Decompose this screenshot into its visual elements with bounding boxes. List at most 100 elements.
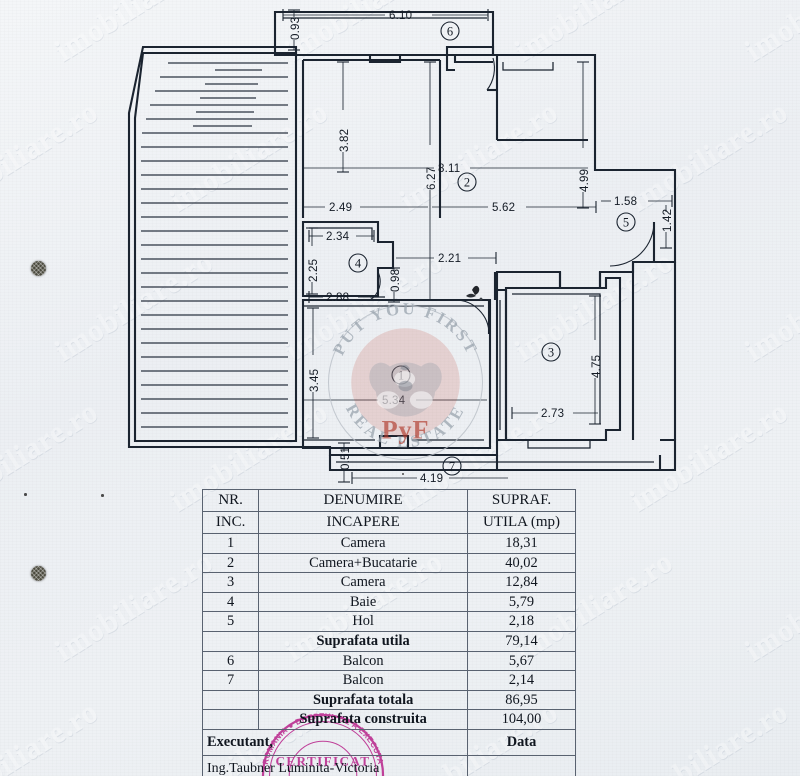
- table-row: 5 Hol 2,18: [201, 611, 576, 632]
- room2-doorjamb: [445, 55, 455, 72]
- room3-window: [527, 440, 591, 449]
- dim-label-2-49: 2.49: [329, 202, 352, 214]
- room-marker-4: 4: [348, 253, 368, 273]
- room2-right-walls: [495, 55, 588, 142]
- table-row: 2 Camera+Bucatarie 40,02: [201, 552, 576, 574]
- balcony-7-outline: [328, 455, 662, 472]
- table-header-row-1: NR. DENUMIRE SUPRAF.: [201, 489, 576, 512]
- header-denumire-line1: DENUMIRE: [258, 489, 468, 512]
- header-nr-line1: NR.: [201, 489, 260, 512]
- executant-label: Executant,: [202, 728, 468, 756]
- table-header-row-2: INC. INCAPERE UTILA (mp): [201, 511, 576, 534]
- row-nr: 1: [201, 533, 260, 554]
- room-marker-2: 2: [457, 172, 477, 192]
- table-row: 4 Baie 5,79: [201, 591, 576, 613]
- dim-label-2-25: 2.25: [308, 259, 320, 282]
- row-area: 12,84: [467, 572, 576, 593]
- row-nr: [201, 689, 260, 711]
- table-row-subtotal-utila: Suprafata utila 79,14: [201, 630, 576, 652]
- dim-0-98: 0.98: [388, 267, 402, 303]
- data-value: [467, 754, 576, 776]
- row-nr: [201, 630, 260, 652]
- paper-speck-c: [402, 473, 404, 475]
- room2-window-top: [453, 55, 493, 64]
- row-nr: 5: [201, 611, 260, 632]
- paper-speck-a: [24, 493, 27, 496]
- row-area: 86,95: [467, 689, 576, 711]
- row-nr: 7: [201, 670, 260, 691]
- dim-label-0-51: 0.51: [340, 447, 352, 470]
- row-nr: 4: [201, 591, 260, 613]
- paper-speck-b: [101, 494, 104, 497]
- row-name: Hol: [258, 611, 468, 632]
- door-arc-room1: [454, 299, 490, 335]
- room-marker-2-label: 2: [464, 176, 470, 190]
- dim-2-21: 2.21: [396, 252, 497, 265]
- door-arc-room2: [486, 57, 495, 91]
- dim-1-42: 1.42: [660, 205, 674, 249]
- header-supraf-line1: SUPRAF.: [467, 489, 576, 512]
- punch-hole-top: [31, 261, 46, 276]
- dim-label-8-11: 8.11: [438, 163, 460, 175]
- dim-label-6-10: 6.10: [389, 10, 412, 22]
- dim-label-0-93: 0.93: [290, 17, 302, 40]
- room-marker-7-label: 7: [449, 460, 455, 474]
- room-1-walls: [301, 298, 492, 450]
- room-2-walls: [301, 58, 442, 218]
- row-nr: 3: [201, 572, 260, 593]
- door-arc-baie: [369, 271, 381, 301]
- room-marker-1: 1: [391, 365, 411, 385]
- room-schedule-table: NR. DENUMIRE SUPRAF. INC. INCAPERE UTILA…: [201, 489, 576, 776]
- dim-label-1-58: 1.58: [614, 196, 637, 208]
- row-name: Camera: [258, 572, 468, 593]
- dim-label-5-34: 5.34: [382, 395, 406, 407]
- dim-label-2-88: 2.88: [326, 292, 349, 304]
- dim-label-2-21: 2.21: [438, 253, 461, 265]
- header-incapere-line2: INCAPERE: [258, 511, 468, 534]
- row-area: 5,79: [467, 591, 576, 613]
- row-name: Suprafata utila: [258, 630, 468, 652]
- room-marker-4-label: 4: [355, 257, 362, 271]
- room-marker-6-label: 6: [447, 25, 453, 39]
- row-area: 18,31: [467, 533, 576, 554]
- punch-hole-bottom: [31, 566, 46, 581]
- row-area: 79,14: [467, 630, 576, 652]
- row-area: 5,67: [467, 650, 576, 672]
- room2-top-niche: [368, 55, 402, 64]
- balcony-7-right: [660, 438, 677, 472]
- table-footer-name-row: Ing.Taubner Luminita-Victoria: [202, 754, 576, 776]
- header-utila-line2: UTILA (mp): [467, 511, 576, 534]
- row-name: Camera+Bucatarie: [258, 552, 468, 574]
- dim-3-82: 3.82: [337, 61, 351, 173]
- room-marker-5-label: 5: [623, 216, 629, 230]
- dim-4-99: 4.99: [577, 61, 591, 209]
- room-marker-3-label: 3: [548, 346, 554, 360]
- dim-2-88: 2.88: [308, 291, 372, 304]
- room-marker-7: 7: [442, 456, 462, 476]
- row-area: 104,00: [467, 709, 576, 730]
- terrace-hatch-outline: [133, 51, 298, 443]
- table-row-total: Suprafata totala 86,95: [201, 689, 576, 711]
- dim-8-11: 8.11: [303, 163, 588, 175]
- row-area: 2,18: [467, 611, 576, 632]
- dim-4-19: 4.19: [351, 472, 508, 485]
- row-name: Balcon: [258, 650, 468, 672]
- row-name: Suprafata construita: [258, 709, 468, 730]
- table-row-construita: Suprafata construita 104,00: [201, 709, 576, 730]
- table-row: 3 Camera 12,84: [201, 572, 576, 593]
- dim-label-6-27: 6.27: [426, 167, 438, 190]
- hol-walls: [493, 270, 602, 300]
- dim-label-2-73: 2.73: [541, 408, 564, 420]
- site-watermark-text: imobiliare.ro: [624, 695, 795, 776]
- room-marker-1-label: 1: [398, 369, 404, 383]
- dim-1-58: 1.58: [601, 195, 673, 208]
- header-nr-line2: INC.: [201, 511, 260, 534]
- row-nr: 6: [201, 650, 260, 672]
- terrace-hatch-lines: [141, 62, 288, 428]
- site-watermark-text: imobiliare.ro: [0, 695, 105, 776]
- dim-label-2-34: 2.34: [326, 231, 350, 243]
- site-watermark-text: imobiliare.ro: [49, 545, 220, 669]
- dim-label-4-75: 4.75: [591, 355, 603, 378]
- room3-leftwall: [497, 288, 508, 442]
